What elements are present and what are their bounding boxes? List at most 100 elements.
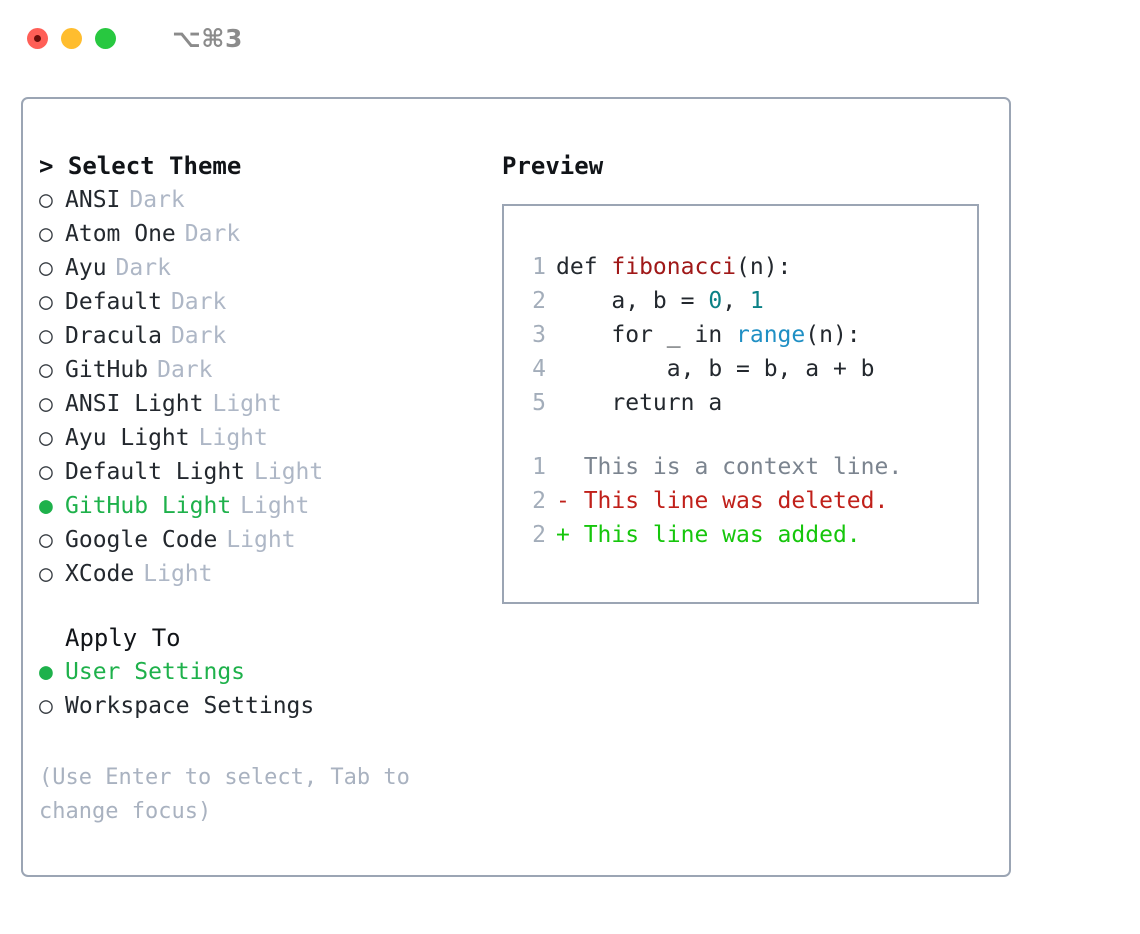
theme-option-variant: Dark bbox=[115, 255, 171, 281]
theme-option-default-light[interactable]: ○ Default Light Light bbox=[39, 455, 499, 489]
radio-selected-icon: ● bbox=[39, 659, 53, 685]
apply-to-option-label: User Settings bbox=[65, 659, 246, 685]
code-spacer bbox=[520, 420, 969, 450]
diff-line-context: 1 This is a context line. bbox=[520, 450, 969, 484]
theme-option-variant: Dark bbox=[184, 221, 241, 247]
preview-title: Preview bbox=[502, 152, 604, 180]
theme-option-label: Ayu bbox=[65, 255, 107, 281]
code-line: 4 a, b = b, a + b bbox=[520, 352, 969, 386]
code-line-number: 2 bbox=[532, 288, 546, 314]
theme-option-variant: Dark bbox=[170, 323, 227, 349]
code-line-text: a, b = 0, 1 bbox=[556, 284, 764, 318]
code-line: 5 return a bbox=[520, 386, 969, 420]
code-token-plain: return a bbox=[556, 390, 723, 416]
apply-to-option-workspace-settings[interactable]: ○ Workspace Settings bbox=[39, 689, 499, 723]
diff-line-text: This is a context line. bbox=[556, 454, 903, 480]
theme-option-default[interactable]: ○ Default Dark bbox=[39, 285, 499, 319]
code-token-plain: , bbox=[722, 288, 750, 314]
theme-option-variant: Light bbox=[254, 459, 324, 485]
theme-option-variant: Light bbox=[198, 425, 268, 451]
diff-line-number: 1 bbox=[532, 454, 546, 480]
radio-unselected-icon: ○ bbox=[39, 255, 53, 281]
diff-line-add: 2+ This line was added. bbox=[520, 518, 969, 552]
code-token-plain: (n): bbox=[805, 322, 861, 348]
close-icon[interactable] bbox=[27, 27, 48, 49]
theme-option-ayu[interactable]: ○ Ayu Dark bbox=[39, 251, 499, 285]
keyboard-shortcut-label: ⌥⌘3 bbox=[172, 23, 243, 53]
theme-option-label: GitHub Light bbox=[65, 493, 232, 519]
code-line-text: return a bbox=[556, 386, 722, 420]
radio-unselected-icon: ○ bbox=[39, 391, 53, 417]
theme-option-label: Default bbox=[65, 289, 162, 315]
radio-unselected-icon: ○ bbox=[39, 425, 53, 451]
code-line: 2 a, b = 0, 1 bbox=[520, 284, 969, 318]
titlebar: ⌥⌘3 bbox=[0, 0, 1140, 76]
code-line-number: 1 bbox=[532, 254, 546, 280]
apply-to-header: Apply To bbox=[65, 624, 181, 652]
theme-option-label: GitHub bbox=[65, 357, 149, 383]
code-token-num: 1 bbox=[749, 288, 764, 314]
theme-option-label: Atom One bbox=[65, 221, 176, 247]
code-line-text: a, b = b, a + b bbox=[556, 352, 875, 386]
code-token-fn: fibonacci bbox=[611, 254, 737, 280]
theme-option-label: Ayu Light bbox=[65, 425, 190, 451]
theme-option-label: Default Light bbox=[65, 459, 246, 485]
theme-option-github-light[interactable]: ● GitHub Light Light bbox=[39, 489, 499, 523]
theme-option-label: Google Code bbox=[65, 527, 218, 553]
theme-option-variant: Dark bbox=[129, 187, 185, 213]
apply-to-option-label: Workspace Settings bbox=[65, 693, 315, 719]
code-line-text: def fibonacci(n): bbox=[556, 250, 791, 284]
theme-option-atom-one[interactable]: ○ Atom One Dark bbox=[39, 217, 499, 251]
radio-unselected-icon: ○ bbox=[39, 289, 53, 315]
theme-option-variant: Dark bbox=[170, 289, 227, 315]
diff-line-text: + This line was added. bbox=[556, 522, 861, 548]
radio-selected-icon: ● bbox=[39, 493, 53, 519]
radio-unselected-icon: ○ bbox=[39, 561, 53, 587]
theme-option-variant: Dark bbox=[157, 357, 213, 383]
theme-option-variant: Light bbox=[212, 391, 282, 417]
diff-line-number: 2 bbox=[532, 488, 546, 514]
theme-option-variant: Light bbox=[143, 561, 213, 587]
code-line-text: for _ in range(n): bbox=[556, 318, 861, 352]
traffic-lights bbox=[27, 27, 116, 49]
code-line-number: 4 bbox=[532, 356, 546, 382]
radio-unselected-icon: ○ bbox=[39, 693, 53, 719]
code-token-plain: for _ in bbox=[556, 322, 737, 348]
theme-option-variant: Light bbox=[240, 493, 310, 519]
code-line-number: 3 bbox=[532, 322, 546, 348]
code-line-number: 5 bbox=[532, 390, 546, 416]
theme-option-label: Dracula bbox=[65, 323, 162, 349]
theme-option-dracula[interactable]: ○ Dracula Dark bbox=[39, 319, 499, 353]
diff-sample: 1 This is a context line.2- This line wa… bbox=[520, 450, 969, 552]
select-theme-header: > Select Theme bbox=[39, 152, 242, 180]
code-line: 3 for _ in range(n): bbox=[520, 318, 969, 352]
code-token-num: 0 bbox=[708, 288, 723, 314]
diff-line-del: 2- This line was deleted. bbox=[520, 484, 969, 518]
maximize-icon[interactable] bbox=[95, 27, 116, 49]
code-token-plain: (n): bbox=[736, 254, 792, 280]
theme-option-ayu-light[interactable]: ○ Ayu Light Light bbox=[39, 421, 499, 455]
minimize-icon[interactable] bbox=[61, 27, 82, 49]
code-token-plain: a, b = b, a + b bbox=[556, 356, 875, 382]
radio-unselected-icon: ○ bbox=[39, 221, 53, 247]
theme-option-github[interactable]: ○ GitHub Dark bbox=[39, 353, 499, 387]
theme-option-variant: Light bbox=[226, 527, 296, 553]
theme-option-label: ANSI bbox=[65, 187, 121, 213]
radio-unselected-icon: ○ bbox=[39, 323, 53, 349]
radio-unselected-icon: ○ bbox=[39, 459, 53, 485]
radio-unselected-icon: ○ bbox=[39, 357, 53, 383]
apply-to-option-user-settings[interactable]: ● User Settings bbox=[39, 655, 499, 689]
